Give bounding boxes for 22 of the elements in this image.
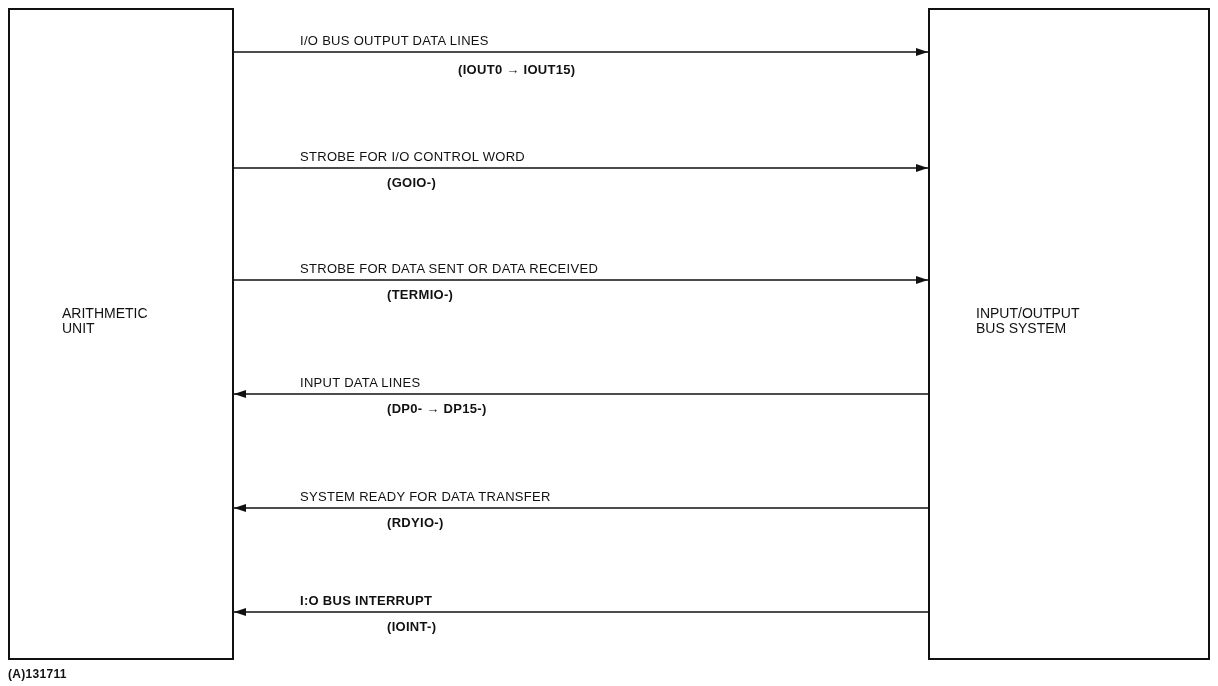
edge-label: INPUT DATA LINES (300, 375, 421, 390)
block-label: INPUT/OUTPUT BUS SYSTEM (976, 306, 1081, 336)
edge-label: STROBE FOR DATA SENT OR DATA RECEIVED (300, 261, 599, 276)
block-label: ARITHMETIC UNIT (62, 306, 149, 336)
signal-mnemonic: (IOUT0 → IOUT15) (458, 62, 576, 77)
signal-arrow (233, 608, 929, 616)
signal-arrow (233, 504, 929, 512)
edge-label: I/O BUS OUTPUT DATA LINES (300, 33, 489, 48)
signal-mnemonic: (GOIO-) (387, 175, 437, 190)
signal-mnemonic: (TERMIO-) (387, 287, 454, 302)
signal-arrow (233, 390, 929, 398)
edge-label: STROBE FOR I/O CONTROL WORD (300, 149, 525, 164)
edge-label: I:O BUS INTERRUPT (300, 593, 433, 608)
signal-arrow (233, 48, 929, 56)
block-box (928, 8, 1210, 660)
signal-mnemonic: (RDYIO-) (387, 515, 444, 530)
signal-mnemonic: (DP0- → DP15-) (387, 401, 487, 416)
signal-arrow (233, 164, 929, 172)
signal-arrow (233, 276, 929, 284)
signal-mnemonic: (IOINT-) (387, 619, 437, 634)
block-box (8, 8, 234, 660)
edge-label: SYSTEM READY FOR DATA TRANSFER (300, 489, 551, 504)
